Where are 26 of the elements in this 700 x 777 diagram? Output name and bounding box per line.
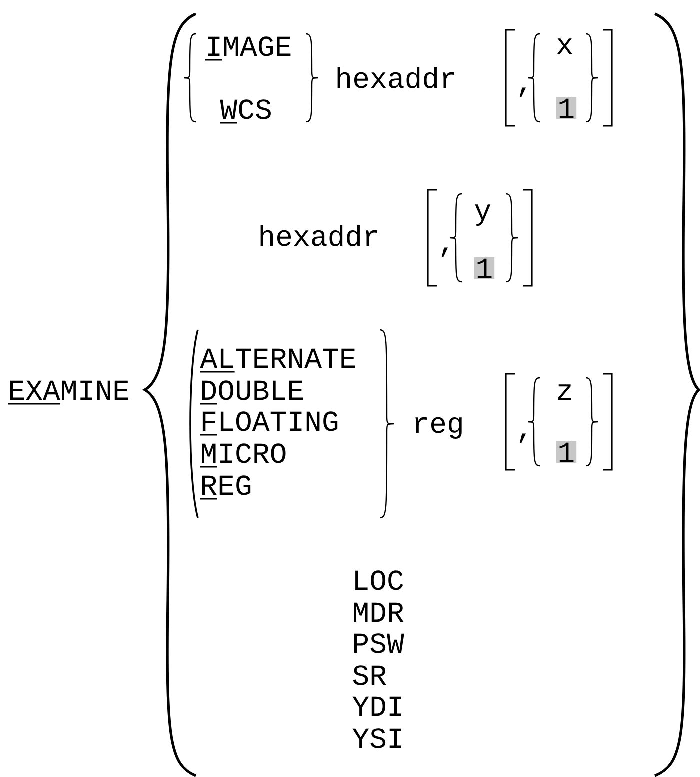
keyword: IMAGE: [205, 36, 291, 61]
keyword: YDI: [352, 696, 402, 716]
parameter: z: [558, 384, 572, 400]
keyword: PSW: [354, 634, 404, 654]
keyword: YSI: [352, 728, 402, 748]
keyword: MDR: [354, 602, 404, 622]
separator: ,: [442, 248, 448, 258]
keyword: LOC: [356, 570, 404, 590]
parameter: hexaddr: [338, 67, 454, 88]
parameter: hexaddr: [260, 225, 378, 246]
highlighted-value: 1: [474, 257, 495, 280]
keyword: REG: [200, 476, 251, 500]
keyword: ALTERNATE: [200, 348, 356, 373]
keyword: SR: [353, 666, 386, 686]
separator: ,: [520, 434, 526, 444]
keyword: WCS: [220, 100, 271, 124]
highlighted-value: 1: [556, 97, 577, 120]
keyword: FLOATING: [200, 412, 338, 436]
parameter: reg: [416, 417, 462, 440]
separator: ,: [520, 88, 526, 98]
highlighted-value: 1: [556, 441, 577, 464]
keyword: MICRO: [200, 444, 286, 468]
parameter: x: [558, 38, 572, 54]
keyword: DOUBLE: [200, 380, 304, 405]
parameter: y: [475, 204, 491, 226]
command-name: EXAMINE: [8, 380, 128, 405]
